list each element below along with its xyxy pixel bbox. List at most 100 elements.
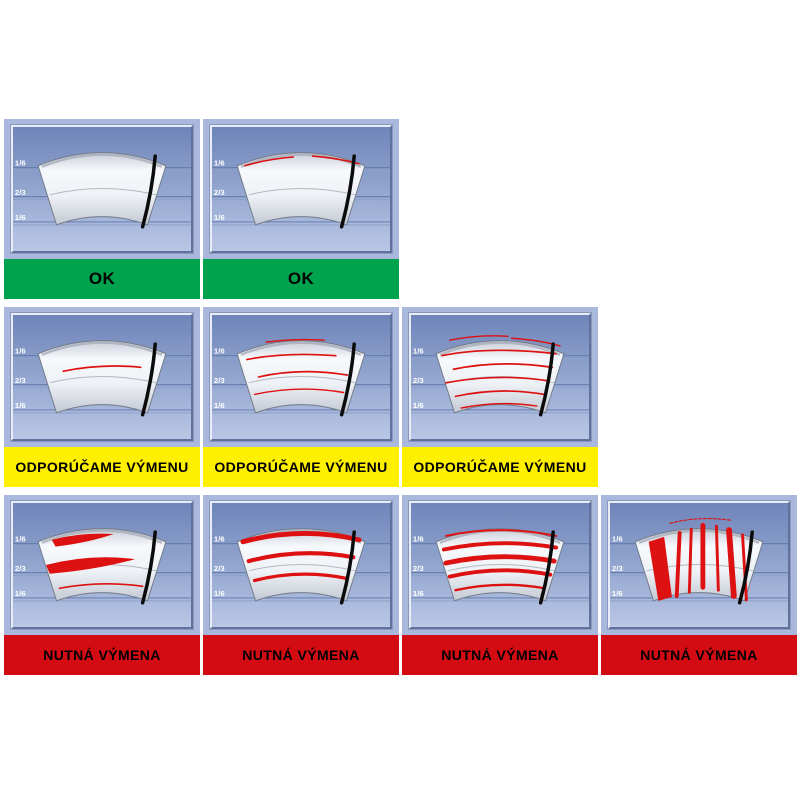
wiper-screen: 1/6 2/3 1/6 (408, 500, 592, 630)
wiper-screen: 1/6 2/3 1/6 (209, 124, 393, 254)
scale-label: 2/3 (214, 188, 225, 197)
fan-mid-shading (49, 188, 157, 196)
status-band-warn: ODPORÚČAME VÝMENU (4, 447, 200, 487)
wiper-pattern-graphic: 1/6 2/3 1/6 (411, 528, 589, 605)
status-band-bad: NUTNÁ VÝMENA (402, 635, 598, 675)
wiper-image-area: 1/6 2/3 1/6 (4, 119, 200, 259)
scale-label: 2/3 (15, 376, 26, 385)
wiper-image-area: 1/6 2/3 1/6 (203, 495, 399, 635)
scale-label: 2/3 (413, 376, 424, 385)
red-streak (443, 554, 557, 566)
wiper-image-area: 1/6 2/3 1/6 (402, 495, 598, 635)
wiper-screen: 1/6 2/3 1/6 (607, 500, 791, 630)
red-streak (687, 527, 693, 594)
red-streak (714, 524, 720, 592)
red-streak (445, 376, 550, 384)
status-band-bad: NUTNÁ VÝMENA (601, 635, 797, 675)
scale-label: 2/3 (15, 188, 26, 197)
scale-label: 2/3 (15, 564, 26, 573)
wiper-blade-line (140, 530, 157, 605)
scale-label: 1/6 (15, 213, 26, 222)
wiper-blade-line (737, 530, 754, 605)
red-streak (62, 365, 142, 373)
red-streak (726, 527, 737, 599)
scale-label: 1/6 (214, 213, 225, 222)
red-streak (452, 362, 554, 371)
scale-label: 2/3 (413, 564, 424, 573)
wiper-pattern-graphic: 1/6 2/3 1/6 (13, 528, 191, 605)
scale-label: 1/6 (612, 589, 623, 598)
scale-label: 1/6 (15, 535, 26, 544)
red-streak (58, 583, 144, 590)
fan-top-shading (41, 341, 163, 356)
red-streak (244, 156, 295, 167)
wiper-blade-line (538, 530, 555, 605)
scale-label: 2/3 (214, 564, 225, 573)
wiper-screen: 1/6 2/3 1/6 (10, 312, 194, 442)
scale-label: 2/3 (612, 564, 623, 573)
wiper-blade-line (538, 342, 555, 417)
wiper-pattern-graphic: 1/6 2/3 1/6 (212, 528, 390, 605)
red-smear (51, 533, 114, 547)
scale-label: 1/6 (214, 347, 225, 356)
wiper-pattern-graphic: 1/62/31/6 (212, 338, 390, 417)
fan-mid-shading (248, 188, 356, 196)
red-streak (441, 541, 559, 552)
scale-label: 1/6 (214, 535, 225, 544)
scale-label: 1/6 (15, 589, 26, 598)
red-streak (311, 155, 360, 165)
scale-label: 1/6 (15, 347, 26, 356)
red-streak (444, 529, 558, 537)
scale-label: 1/6 (15, 401, 26, 410)
scale-label: 1/6 (413, 535, 424, 544)
status-band-warn: ODPORÚČAME VÝMENU (402, 447, 598, 487)
red-streak (741, 533, 748, 602)
wiper-image-area: 1/6 2/3 1/6 (203, 119, 399, 259)
scale-label: 1/6 (214, 159, 225, 168)
scale-label: 1/6 (15, 159, 26, 168)
status-band-bad: NUTNÁ VÝMENA (203, 635, 399, 675)
wiper-image-area: 1/6 2/3 1/6 (601, 495, 797, 635)
fan-mid-shading (447, 564, 555, 572)
scale-label: 1/6 (413, 347, 424, 356)
wiper-pattern-graphic: 1/6 2/3 1/6 (13, 340, 191, 417)
red-streak (454, 583, 546, 592)
red-streak (441, 349, 557, 357)
red-smear (648, 536, 672, 601)
red-smear (45, 557, 135, 574)
red-streak (253, 388, 345, 396)
red-streak (265, 338, 325, 343)
status-band-bad: NUTNÁ VÝMENA (4, 635, 200, 675)
wiper-blade-line (339, 530, 356, 605)
fan-mid-shading (248, 376, 356, 384)
red-streak (460, 402, 538, 409)
red-streak (674, 531, 682, 598)
scale-label: 1/6 (413, 589, 424, 598)
wiper-blade-line (140, 342, 157, 417)
red-streak (252, 572, 350, 583)
status-band-ok: OK (203, 259, 399, 299)
wiper-image-area: 1/6 2/3 1/6 (4, 307, 200, 447)
wiper-pattern-graphic: 1/62/31/6 (411, 335, 589, 417)
fan-top-shading (240, 341, 362, 356)
scale-label: 1/6 (612, 535, 623, 544)
scale-label: 1/6 (214, 589, 225, 598)
fan-top-shading (240, 153, 362, 168)
wiper-pattern-graphic: 1/6 2/3 1/6 (13, 152, 191, 229)
